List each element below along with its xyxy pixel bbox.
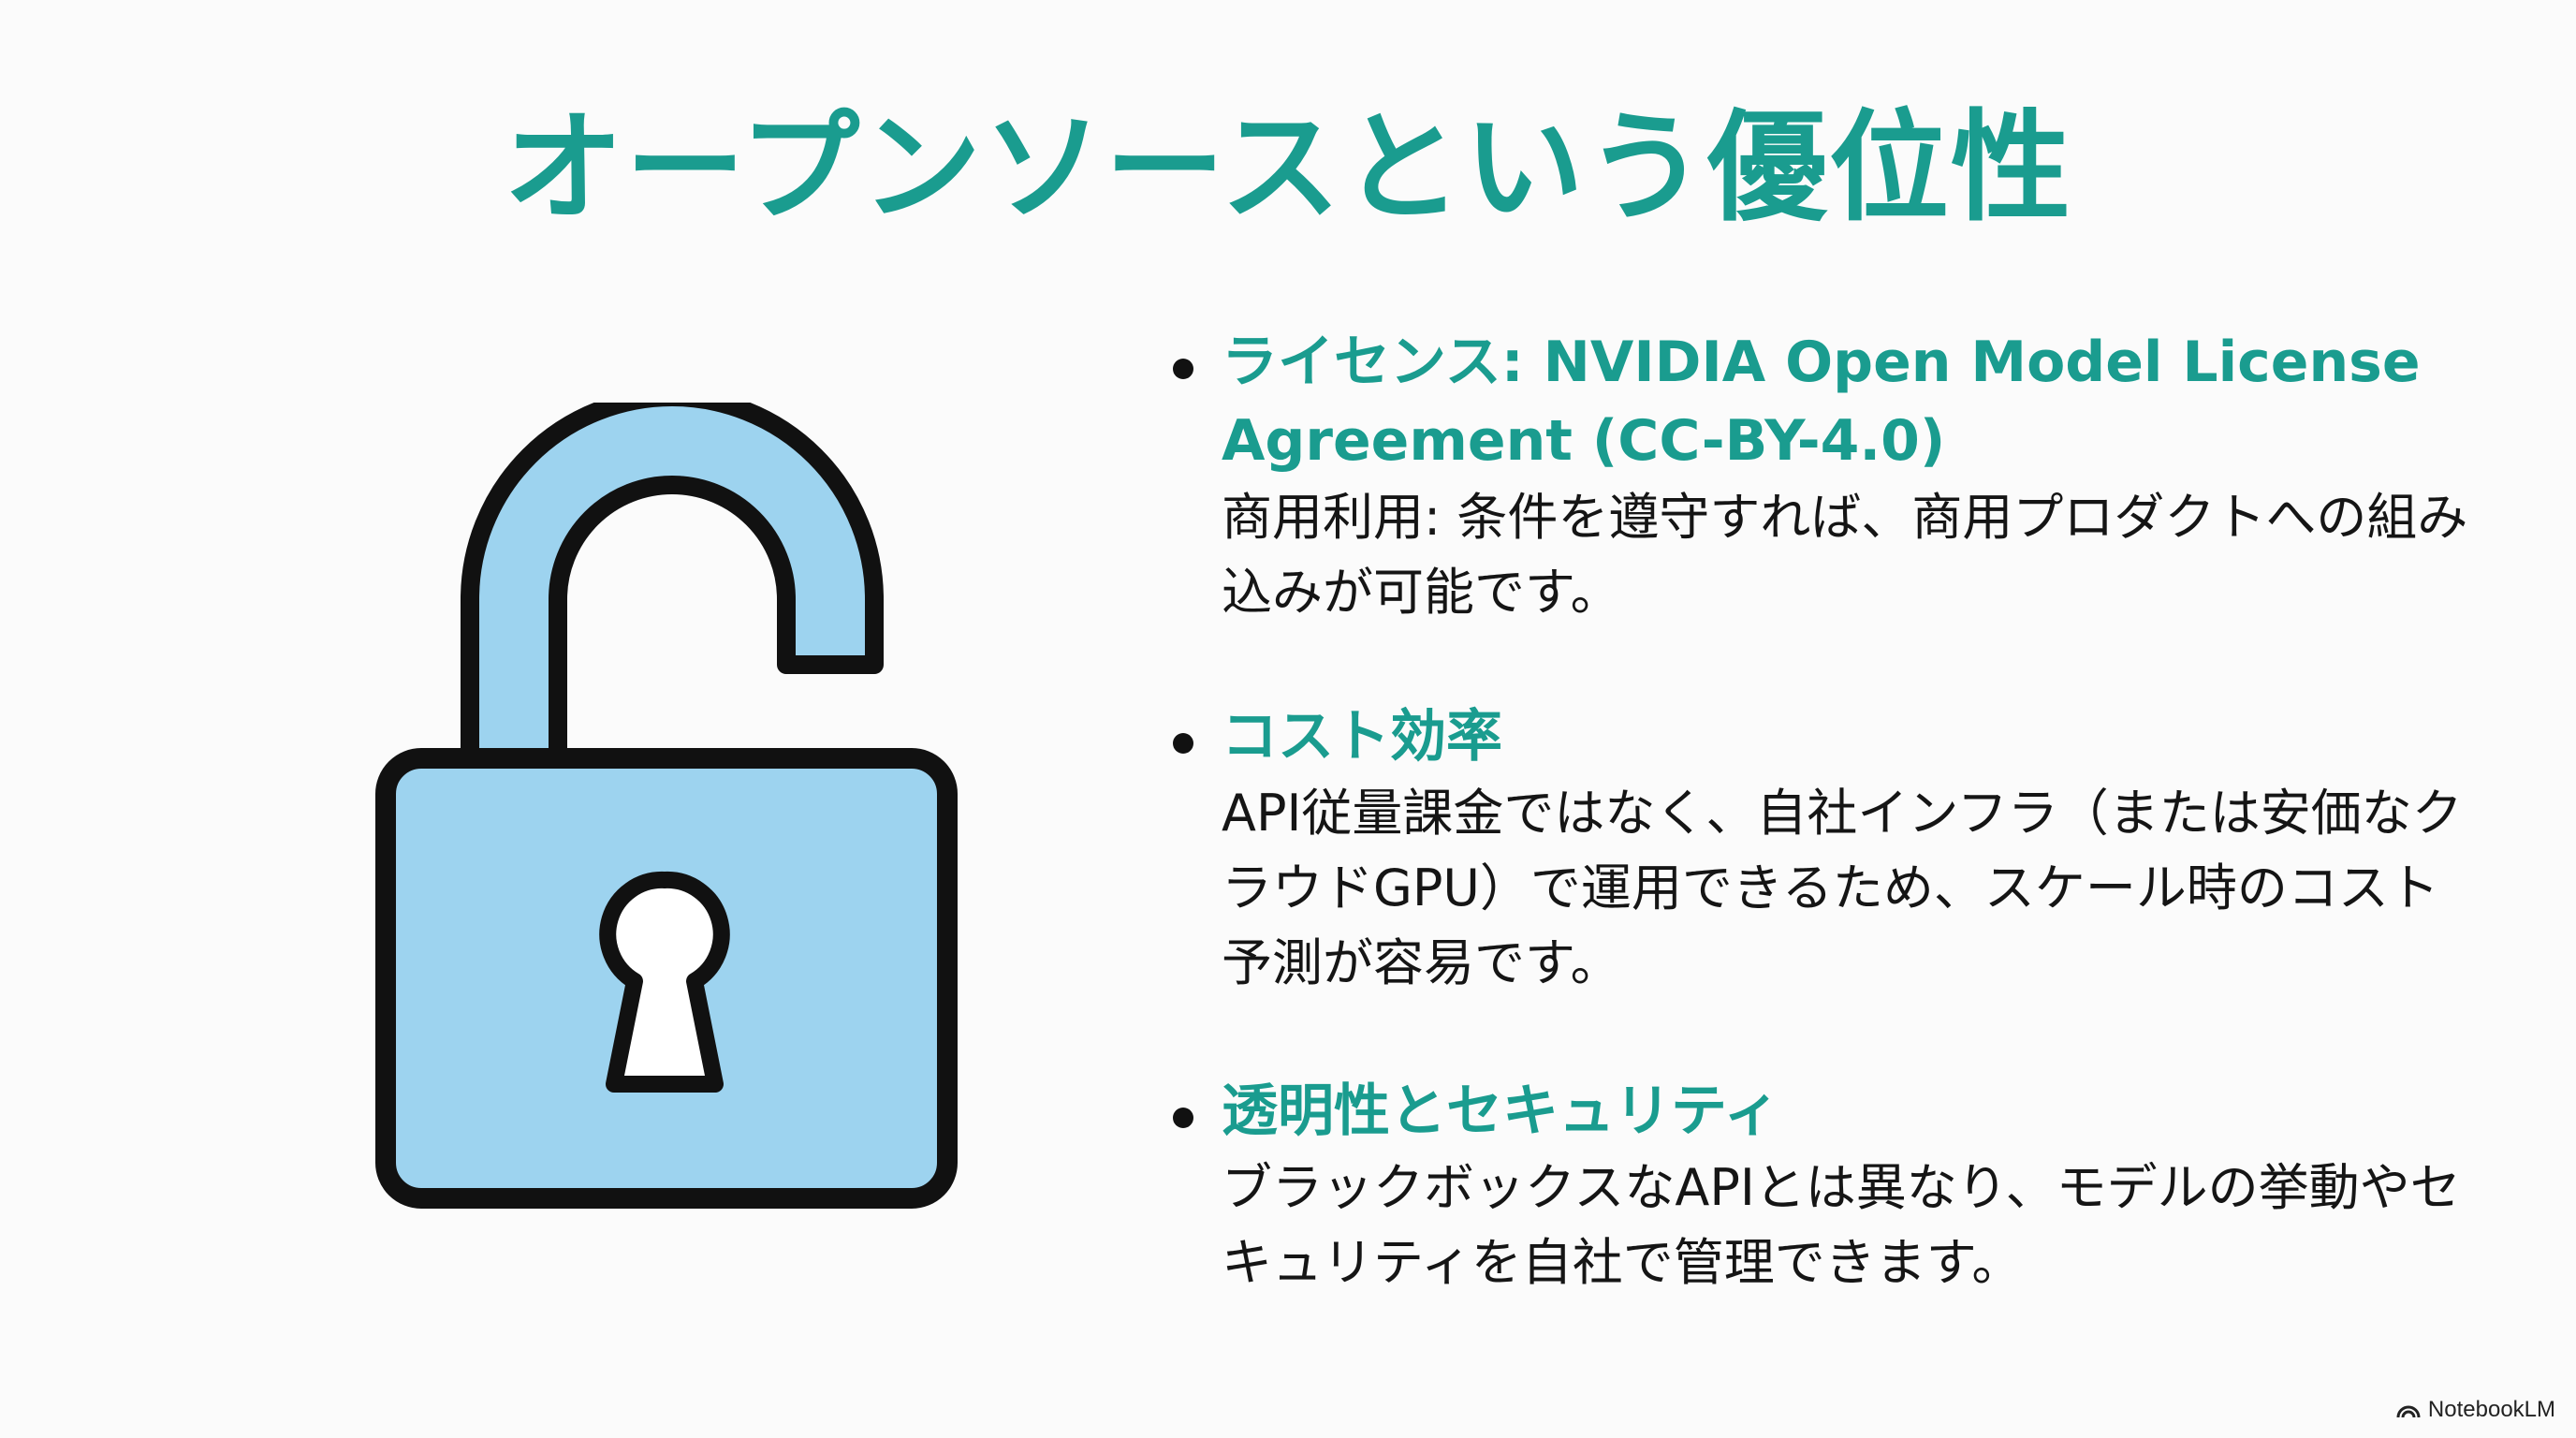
bullet-heading: コスト効率 (1222, 704, 1502, 770)
bullet-marker (1173, 359, 1193, 379)
notebooklm-branding: NotebookLM (2396, 1397, 2555, 1423)
bullet-heading: ライセンス: NVIDIA Open Model License Agreeme… (1222, 330, 2421, 474)
bullet-item-license: ライセンス: NVIDIA Open Model License Agreeme… (1165, 323, 2476, 697)
slide-title: オープンソースという優位性 (504, 98, 2072, 238)
bullet-marker (1173, 733, 1193, 754)
bullet-list: ライセンス: NVIDIA Open Model License Agreeme… (1165, 323, 2476, 1297)
bullet-item-security: 透明性とセキュリティ ブラックボックスなAPIとは異なり、モデルの挙動やセキュリ… (1165, 1072, 2476, 1297)
bullet-marker (1173, 1108, 1193, 1128)
padlock-shackle (461, 403, 884, 777)
brand-label: NotebookLM (2427, 1397, 2555, 1422)
bullet-body: ブラックボックスなAPIとは異なり、モデルの挙動やセキュリティを自社で管理できま… (1222, 1158, 2461, 1292)
bullet-item-cost: コスト効率 API従量課金ではなく、自社インフラ（または安価なクラウドGPU）で… (1165, 697, 2476, 1072)
bullet-body: API従量課金ではなく、自社インフラ（または安価なクラウドGPU）で運用できるた… (1222, 784, 2463, 992)
bullet-body: 商用利用: 条件を遵守すれば、商用プロダクトへの組み込みが可能です。 (1222, 488, 2468, 622)
open-padlock-icon (375, 403, 958, 1209)
keyhole-icon (599, 871, 730, 1093)
notebooklm-logo-icon (2396, 1405, 2421, 1418)
bullet-heading: 透明性とセキュリティ (1222, 1078, 1780, 1144)
